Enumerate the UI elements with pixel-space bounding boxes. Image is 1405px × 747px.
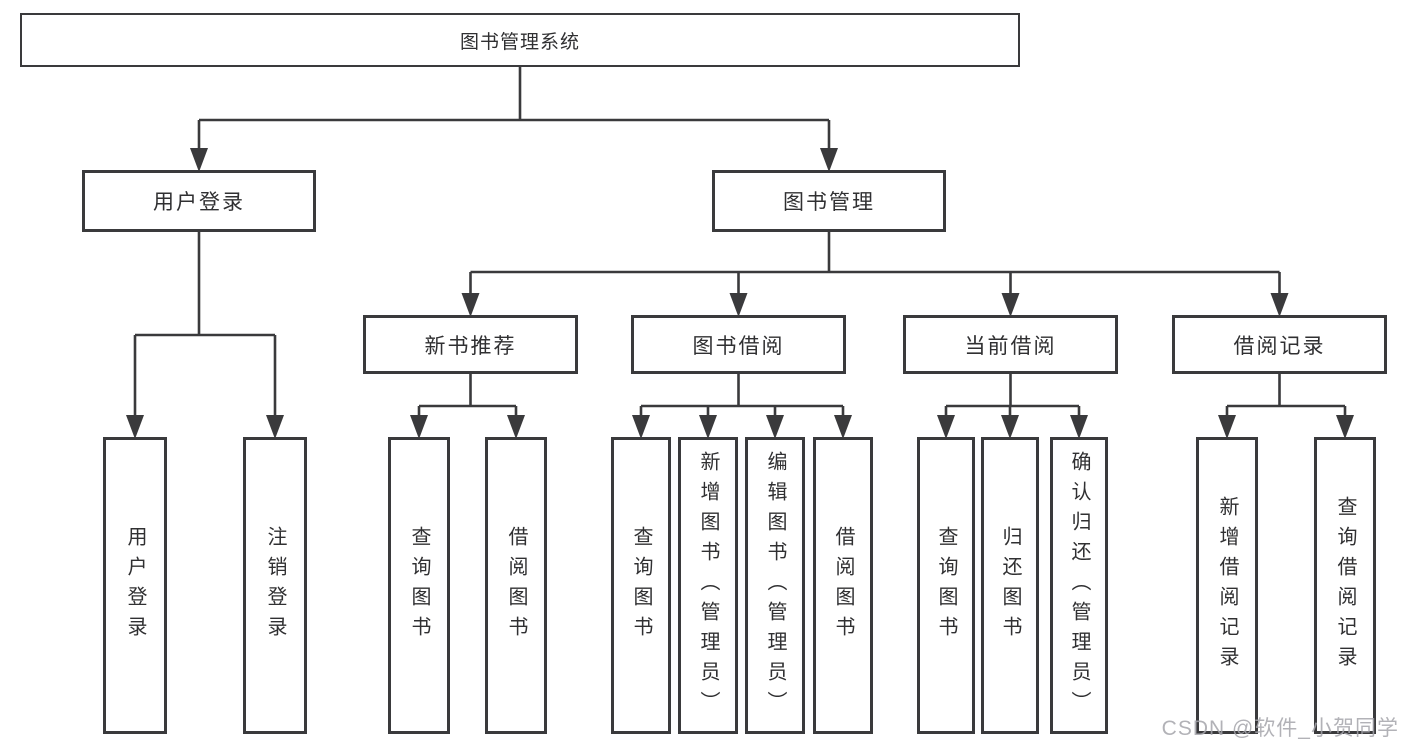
csdn-watermark: CSDN @软件_小贺同学 [1161,717,1399,740]
node-label: 新书推荐 [424,334,517,358]
node-label: 查询图书 [408,525,430,646]
leaf-return-books: 归还图书 [981,437,1039,734]
node-label: 借阅图书 [832,525,854,646]
node-label: 借阅记录 [1233,334,1326,358]
leaf-add-books-admin: 新增图书（管理员） [678,437,738,734]
leaf-confirm-return-admin: 确认归还（管理员） [1050,437,1108,734]
node-label: 查询图书 [630,525,652,646]
node-borrowing-records: 借阅记录 [1172,315,1387,374]
leaf-add-borrow-record: 新增借阅记录 [1196,437,1258,734]
leaf-borrow-books: 借阅图书 [813,437,873,734]
leaf-query-books-current: 查询图书 [917,437,975,734]
leaf-query-books-borrow: 查询图书 [611,437,671,734]
leaf-edit-books-admin: 编辑图书（管理员） [745,437,805,734]
leaf-query-borrow-record: 查询借阅记录 [1314,437,1376,734]
node-user-login: 用户登录 [82,170,316,232]
node-label: 图书管理 [783,191,875,214]
node-label: 新增借阅记录 [1216,495,1238,676]
node-library-management-system: 图书管理系统 [20,13,1020,67]
node-label: 查询图书 [935,525,957,646]
node-label: 图书管理系统 [459,31,580,53]
node-label: 用户登录 [153,191,245,214]
node-label: 注销登录 [264,525,286,646]
node-label: 编辑图书（管理员） [764,450,786,721]
leaf-user-login: 用户登录 [103,437,167,734]
leaf-query-books-recommend: 查询图书 [388,437,450,734]
node-label: 确认归还（管理员） [1068,450,1090,721]
node-label: 归还图书 [999,525,1021,646]
node-label: 当前借阅 [964,334,1057,358]
node-current-borrowing: 当前借阅 [903,315,1118,374]
leaf-borrow-books-recommend: 借阅图书 [485,437,547,734]
leaf-logout: 注销登录 [243,437,307,734]
node-new-book-recommendation: 新书推荐 [363,315,578,374]
node-label: 借阅图书 [505,525,527,646]
node-label: 用户登录 [124,525,146,646]
node-book-borrowing: 图书借阅 [631,315,846,374]
node-book-management: 图书管理 [712,170,946,232]
node-label: 查询借阅记录 [1334,495,1356,676]
node-label: 新增图书（管理员） [697,450,719,721]
node-label: 图书借阅 [692,334,785,358]
